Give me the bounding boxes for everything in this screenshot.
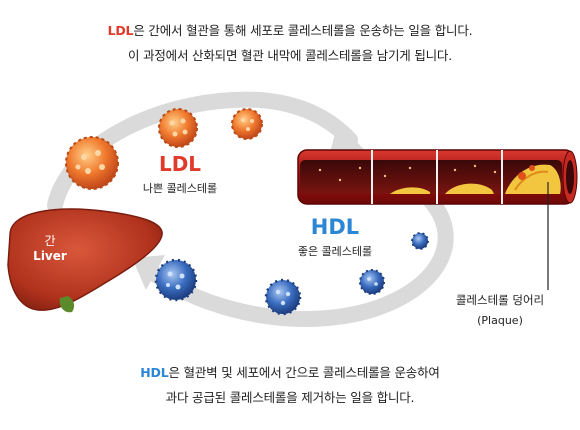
- ldl-particles: [65, 108, 263, 190]
- vessel-segment-lines: [371, 150, 503, 204]
- top-caption: LDL은 간에서 혈관을 통해 세포로 콜레스테롤을 운송하는 일을 합니다. …: [0, 18, 580, 68]
- bottom-caption-line1: HDL은 혈관벽 및 세포에서 간으로 콜레스테롤을 운송하여: [0, 360, 580, 385]
- ldl-label: LDL: [158, 152, 202, 176]
- hdl-particles: [154, 232, 429, 316]
- hdl-particle: [411, 232, 429, 250]
- plaque-deposit: [390, 164, 561, 194]
- ldl-particle: [158, 108, 198, 148]
- top-caption-line1: LDL은 간에서 혈관을 통해 세포로 콜레스테롤을 운송하는 일을 합니다.: [0, 18, 580, 43]
- blood-vessel: [297, 149, 578, 205]
- liver-label-en: Liver: [33, 249, 67, 263]
- ldl-sublabel: 나쁜 콜레스테롤: [142, 182, 218, 195]
- hdl-highlight: HDL: [140, 365, 169, 380]
- lumen-particles: [318, 164, 497, 182]
- hdl-particle: [359, 269, 385, 295]
- hdl-particle: [264, 278, 302, 316]
- hdl-label: HDL: [310, 215, 360, 239]
- ldl-particle: [231, 108, 263, 140]
- bottom-caption: HDL은 혈관벽 및 세포에서 간으로 콜레스테롤을 운송하여 과다 공급된 콜…: [0, 360, 580, 410]
- top-caption-line2: 이 과정에서 산화되면 혈관 내막에 콜레스테롤을 남기게 됩니다.: [128, 48, 452, 63]
- hdl-arrow: [142, 192, 454, 327]
- hdl-particle: [154, 258, 198, 302]
- ldl-particle: [65, 136, 119, 190]
- bottom-caption-line2: 과다 공급된 콜레스테롤을 제거하는 일을 합니다.: [165, 390, 415, 405]
- plaque-label-en: (Plaque): [477, 314, 523, 327]
- liver-illustration: [7, 208, 163, 313]
- ldl-highlight: LDL: [107, 23, 134, 38]
- liver-label-ko: 간: [44, 234, 56, 248]
- top-caption-line1-text: 은 간에서 혈관을 통해 세포로 콜레스테롤을 운송하는 일을 합니다.: [133, 23, 473, 38]
- hdl-arrow-head: [132, 255, 165, 290]
- hdl-sublabel: 좋은 콜레스테롤: [297, 245, 373, 258]
- bottom-caption-line1-text: 은 혈관벽 및 세포에서 간으로 콜레스테롤을 운송하여: [168, 365, 440, 380]
- plaque-label-ko: 콜레스테롤 덩어리: [455, 293, 545, 307]
